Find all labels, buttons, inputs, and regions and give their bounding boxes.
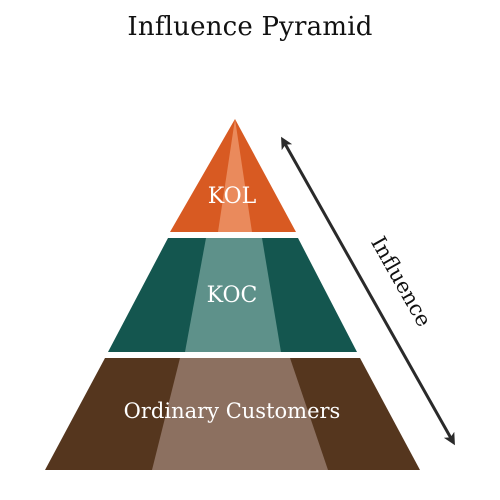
page-title: Influence Pyramid xyxy=(127,12,373,42)
pyramid-tier-kol: KOL xyxy=(170,119,296,232)
influence-arrow xyxy=(281,136,455,446)
stock-id-watermark: 661896767 xyxy=(0,356,3,408)
influence-axis-label: Influence xyxy=(366,232,436,330)
tier-label-koc: KOC xyxy=(207,283,258,308)
pyramid-tier-koc: KOC xyxy=(108,238,357,352)
tier-label-ordinary-customers: Ordinary Customers xyxy=(124,399,341,423)
pyramid-tier-ordinary-customers: Ordinary Customers xyxy=(45,358,420,470)
tier-label-kol: KOL xyxy=(208,184,257,209)
